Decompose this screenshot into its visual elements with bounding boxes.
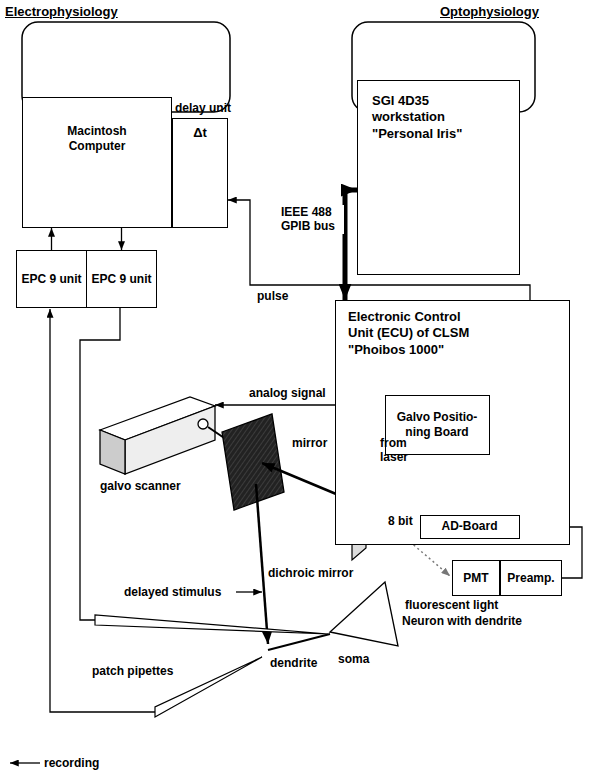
wire	[10, 762, 40, 763]
box-text: galvo scanner	[100, 479, 181, 494]
preamp-box: Preamp.	[500, 560, 562, 596]
control-unit-box: Electronic Control Unit (ECU) of CLSM "P…	[335, 300, 570, 545]
box-text: delay unit	[175, 101, 231, 116]
galvo-scanner-body	[125, 406, 215, 474]
board-box: AD-Board	[420, 515, 520, 539]
workstation-box: SGI 4D35 workstation "Personal Iris"	[357, 80, 520, 275]
box-text: AD-Board	[442, 519, 498, 534]
box-text: EPC 9 unit	[21, 272, 81, 287]
signal-label: delayed stimulus	[124, 585, 221, 599]
box-text: SGI 4D35 workstation "Personal Iris"	[372, 93, 467, 142]
part-label: 8 bit	[388, 514, 413, 528]
box-text: PMT	[463, 571, 488, 586]
box-text: Electronic Control Unit (ECU) of CLSM "P…	[348, 309, 488, 358]
signal-arrow	[121, 228, 122, 250]
wire	[50, 309, 155, 712]
neuron	[268, 582, 398, 650]
detector-box: PMT	[452, 560, 500, 596]
delay-unit: delay unitΔt	[172, 118, 228, 228]
part-label: dendrite	[270, 656, 317, 670]
signal-arrow	[51, 228, 52, 250]
scan-mirror	[222, 414, 284, 510]
computer-box: Macintosh Computer	[22, 97, 172, 228]
box-text: Δt	[193, 125, 207, 141]
connector-label: analog signal	[248, 386, 327, 400]
neuron	[268, 634, 330, 650]
part-label: mirror	[292, 436, 327, 450]
section-heading: Electrophysiology	[5, 4, 118, 20]
section-heading: Optophysiology	[440, 4, 539, 20]
part-label: Neuron with dendrite	[402, 614, 522, 628]
box-text: Galvo Positio- ning Board	[391, 410, 483, 440]
neuron	[330, 582, 398, 646]
connector-label: pulse	[256, 289, 289, 303]
box-text: Preamp.	[507, 571, 554, 586]
wire	[80, 308, 120, 620]
galvo-scanner-body	[198, 419, 208, 429]
galvo-scanner: galvo scanner	[100, 395, 215, 477]
wire	[236, 591, 262, 592]
part-label: fluorescent light	[405, 598, 498, 612]
bus-arrow	[345, 190, 357, 300]
galvo-scanner-body	[100, 397, 236, 474]
box-text: Macintosh Computer	[52, 124, 142, 154]
box-text: EPC 9 unit	[91, 272, 151, 287]
connector-label: IEEE 488 GPIB bus	[280, 205, 344, 234]
part-label: patch pipettes	[92, 664, 173, 678]
signal-label: recording	[44, 756, 99, 770]
light-path	[256, 484, 268, 644]
part-label: soma	[338, 652, 369, 666]
amplifier-box: EPC 9 unit	[86, 250, 157, 308]
patch-pipette	[95, 615, 328, 634]
part-label: from laser	[380, 436, 425, 465]
part-label: dichroic mirror	[268, 566, 353, 580]
amplifier-box: EPC 9 unit	[16, 250, 87, 308]
galvo-scanner-body	[100, 430, 125, 474]
scan-mirror	[222, 414, 284, 510]
